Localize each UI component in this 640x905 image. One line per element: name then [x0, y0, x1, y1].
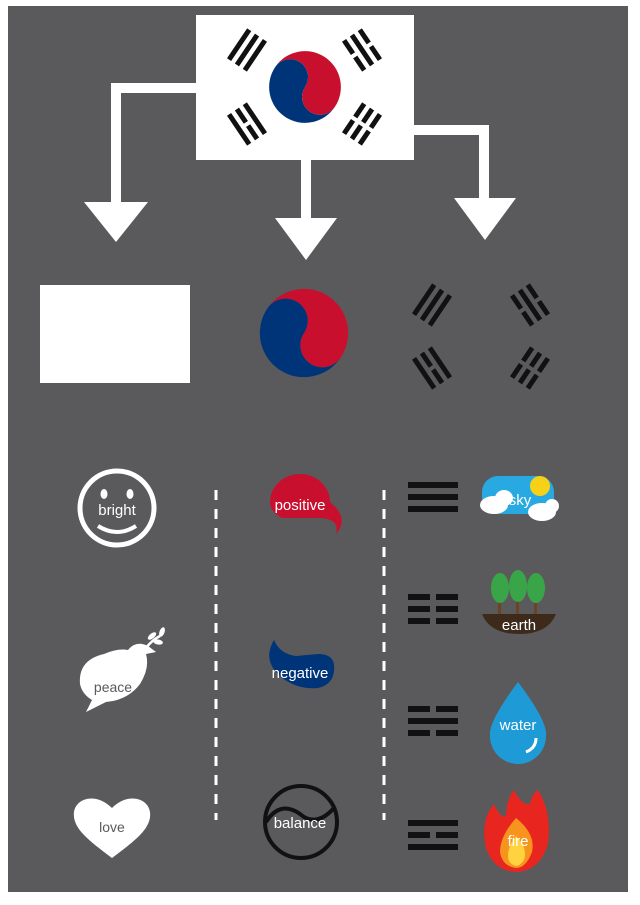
negative-yin-icon: negative — [269, 640, 335, 689]
earth-label: earth — [502, 617, 536, 634]
sky-label: sky — [509, 492, 532, 509]
arrow-to-trigrams — [414, 125, 516, 240]
sky-icon: sky — [480, 476, 559, 521]
negative-label: negative — [272, 665, 329, 682]
trigram-gam-component — [509, 283, 551, 327]
taegukgi-flag — [196, 15, 414, 160]
trigrams-component — [411, 283, 551, 390]
arrow-to-taeguk — [275, 160, 337, 260]
trigram-gam-water — [408, 706, 458, 736]
flag-trigram-gon — [341, 102, 383, 146]
flag-trigram-geon — [226, 28, 268, 72]
bright-smiley-icon: bright — [77, 468, 157, 548]
peace-label: peace — [94, 679, 132, 695]
trigram-ri-component — [411, 346, 453, 390]
fire-label: fire — [508, 833, 529, 850]
trigram-gon-earth — [408, 594, 458, 624]
balance-circle-icon: balance — [263, 784, 339, 860]
love-heart-icon: love — [73, 798, 151, 858]
flag-trigram-gam — [341, 28, 383, 72]
trigram-gon-component — [509, 346, 551, 390]
bright-label: bright — [98, 502, 136, 519]
trigram-ri-fire — [408, 820, 458, 850]
white-field-component — [40, 285, 190, 383]
taeguk-component — [259, 288, 349, 378]
flag-taeguk-emblem — [269, 51, 341, 123]
water-drop-icon: water — [489, 682, 547, 764]
love-label: love — [99, 819, 125, 835]
water-label: water — [499, 717, 537, 734]
fire-icon: fire — [484, 790, 549, 872]
flag-trigram-ri — [226, 102, 268, 146]
balance-label: balance — [274, 815, 327, 832]
positive-label: positive — [275, 497, 326, 514]
trigram-geon-sky — [408, 482, 458, 512]
arrow-to-white-field — [84, 83, 196, 242]
positive-yang-icon: positive — [270, 474, 342, 534]
earth-icon: earth — [482, 570, 556, 634]
trigram-geon-component — [411, 283, 453, 327]
peace-dove-icon: peace — [79, 627, 165, 712]
